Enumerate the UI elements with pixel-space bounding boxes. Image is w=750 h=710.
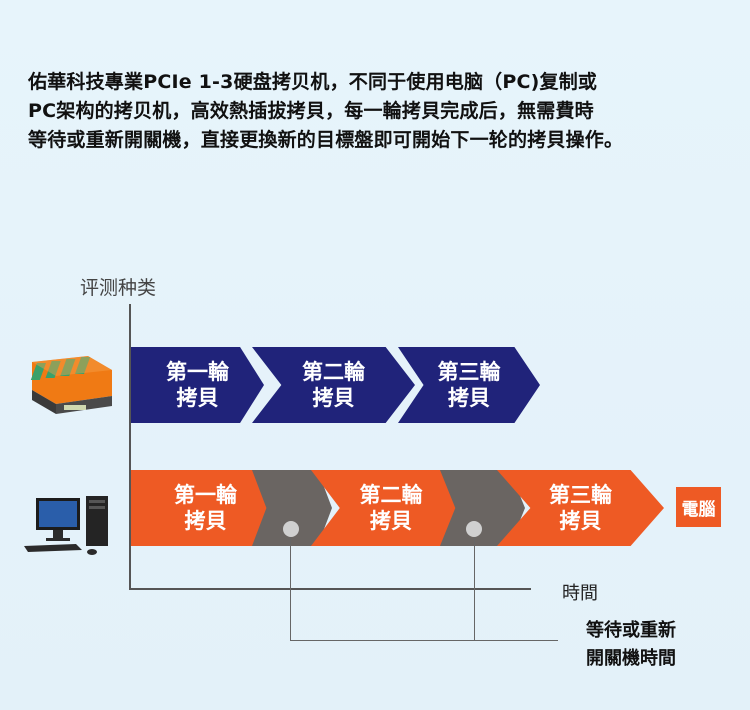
leader-line bbox=[474, 537, 475, 640]
step-label: 第三輪 bbox=[549, 483, 612, 507]
x-axis-line bbox=[129, 588, 531, 590]
step-label: 第三輪 bbox=[437, 360, 501, 384]
desktop-computer-icon bbox=[24, 496, 108, 555]
intro-paragraph: 佑華科技專業PCIe 1-3硬盘拷贝机，不同于使用电脑（PC)复制或 PC架构的… bbox=[28, 68, 728, 155]
pc-tag: 電腦 bbox=[676, 487, 721, 527]
wait-time-note: 等待或重新 開關機時間 bbox=[586, 617, 676, 673]
y-axis-label: 评测种类 bbox=[80, 277, 157, 299]
wait-note-line: 等待或重新 bbox=[586, 620, 676, 641]
intro-line: PC架构的拷贝机，高效熱插拔拷貝，每一輪拷貝完成后，無需費時 bbox=[28, 100, 594, 122]
step-label: 拷貝 bbox=[448, 386, 490, 410]
wait-marker-dot bbox=[283, 521, 299, 537]
duplicator-copy-round-1: 第一輪 拷貝 bbox=[131, 347, 264, 423]
leader-line bbox=[290, 537, 291, 640]
step-label: 第二輪 bbox=[302, 360, 365, 384]
y-axis-line bbox=[129, 304, 131, 590]
duplicator-icon bbox=[30, 356, 112, 414]
x-axis-label: 時間 bbox=[562, 583, 598, 604]
step-label: 拷貝 bbox=[176, 386, 219, 410]
wait-marker-dot bbox=[466, 521, 482, 537]
step-label: 拷貝 bbox=[312, 386, 355, 410]
intro-line: 等待或重新開關機，直接更換新的目標盤即可開始下一轮的拷貝操作。 bbox=[28, 129, 624, 151]
duplicator-copy-round-2: 第二輪 拷貝 bbox=[252, 347, 415, 423]
leader-line bbox=[290, 640, 558, 641]
pc-copy-round-1: 第一輪 拷貝 bbox=[131, 470, 280, 546]
duplicator-copy-round-3: 第三輪 拷貝 bbox=[398, 347, 540, 423]
intro-line: 佑華科技專業PCIe 1-3硬盘拷贝机，不同于使用电脑（PC)复制或 bbox=[28, 71, 598, 93]
step-label: 第二輪 bbox=[359, 483, 423, 507]
step-label: 第一輪 bbox=[174, 483, 237, 507]
step-label: 拷貝 bbox=[559, 509, 602, 533]
step-label: 第一輪 bbox=[166, 360, 229, 384]
step-label: 拷貝 bbox=[184, 509, 227, 533]
wait-note-line: 開關機時間 bbox=[586, 648, 676, 669]
step-label: 拷貝 bbox=[370, 509, 412, 533]
